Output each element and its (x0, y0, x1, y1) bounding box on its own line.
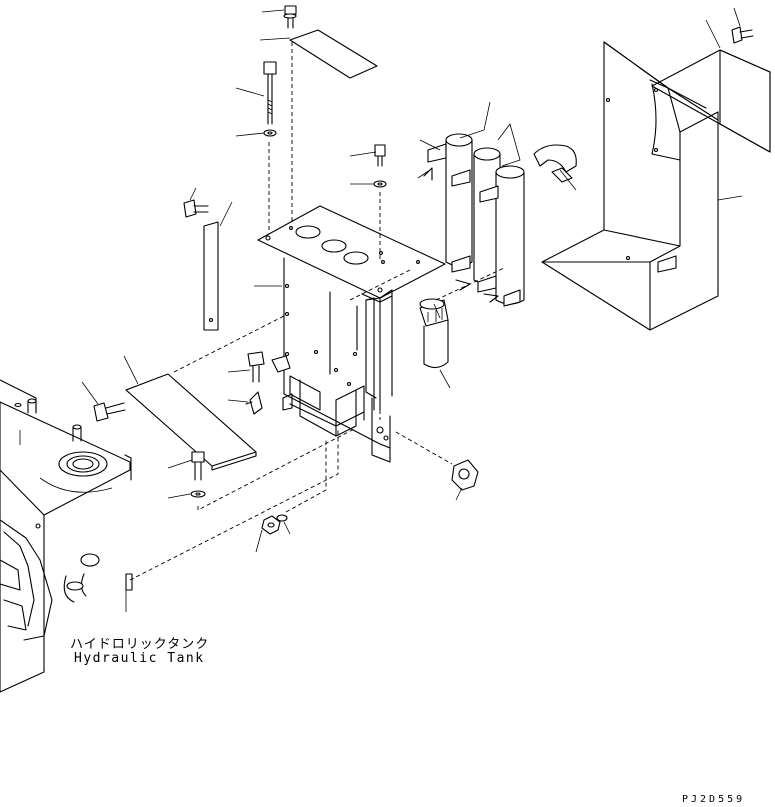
hydraulic-tank (0, 380, 132, 692)
nut-washer (262, 515, 287, 534)
drawing-code: PJ2D559 (682, 794, 746, 805)
u-strap (534, 145, 576, 182)
long-bolt (264, 62, 276, 136)
top-cover-plate (290, 30, 377, 78)
bolt-side (184, 200, 208, 217)
accumulator-2 (474, 148, 500, 284)
hose-clamp (452, 460, 478, 490)
hydraulic-tank-label-jp: ハイドロリックタンク (70, 637, 210, 652)
mounting-bracket (258, 206, 445, 462)
cover-plate (126, 316, 284, 470)
right-plate (652, 50, 770, 152)
leader-lines (82, 8, 742, 612)
bolt-lower-bracket (248, 352, 264, 382)
clamp-clip (246, 356, 292, 414)
side-panel (204, 222, 218, 330)
right-cover (542, 42, 718, 330)
bolt-right (732, 27, 753, 43)
hydraulic-tank-label-en: Hydraulic Tank (74, 651, 205, 666)
bolt-top (284, 6, 296, 28)
bolt-center (374, 145, 386, 187)
accumulator-1 (446, 134, 472, 266)
bolt-cover (94, 403, 125, 421)
bolt-lower (191, 452, 205, 497)
accumulator-brackets (424, 144, 520, 306)
oil-filter (420, 299, 448, 368)
accumulator-3 (496, 166, 524, 304)
